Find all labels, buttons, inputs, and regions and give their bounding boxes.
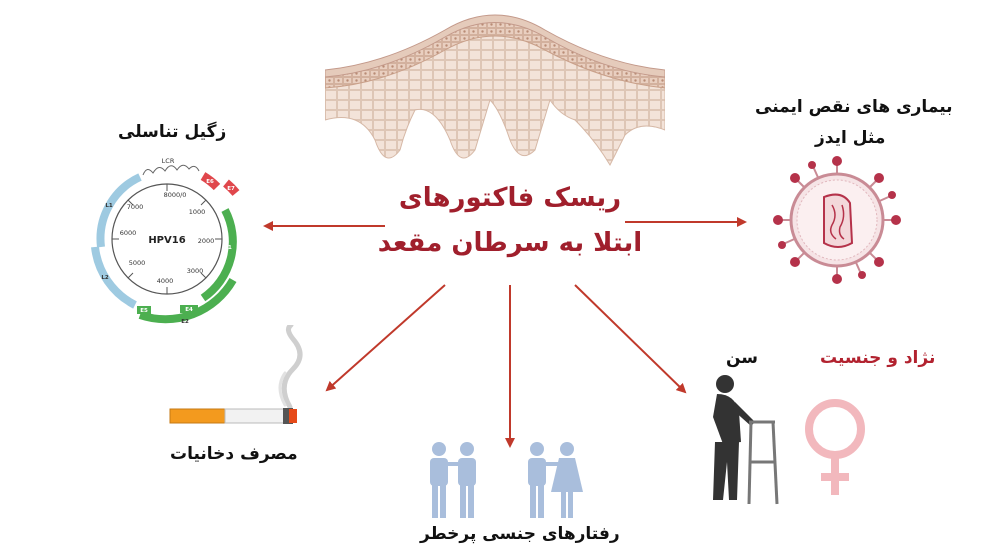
gene-label: E4 (185, 307, 193, 313)
gene-label: E6 (206, 179, 214, 185)
people-couples-icon (430, 442, 583, 518)
female-symbol-icon (805, 399, 865, 495)
gene-E7 (223, 179, 240, 196)
gene-E4-block (180, 305, 198, 313)
lcr-region (142, 164, 200, 176)
tick-label: 8000/0 (164, 191, 187, 199)
gene-E5-block (137, 306, 151, 314)
anal-tissue-illustration (325, 14, 665, 167)
tick-label: 3000 (187, 267, 204, 275)
gene-label: E2 (181, 319, 189, 325)
elderly-walker-icon (713, 375, 779, 505)
tick-label: 1000 (189, 208, 206, 216)
label-immune-disease-line1: بیماری های نقص ایمنی (755, 97, 953, 117)
center-title-line1: ریسک فاکتورهای (398, 183, 622, 213)
cigarette-icon (169, 325, 303, 424)
label-genital-warts: زگیل تناسلی (118, 122, 227, 142)
label-smoking: مصرف دخانیات (170, 444, 298, 464)
tick-label: 7000 (127, 203, 144, 211)
arrow-to-smoking (325, 284, 446, 392)
gene-label: L2 (101, 275, 109, 281)
gene-E1 (200, 208, 237, 302)
gene-label: L1 (105, 203, 113, 209)
label-race-gender: نژاد و جنسیت (820, 348, 936, 368)
gene-L1 (96, 173, 142, 248)
hiv-virus-icon (773, 156, 901, 284)
label-age: سن (726, 348, 759, 368)
tick-label: 2000 (198, 237, 215, 245)
gene-label: E1 (224, 245, 232, 251)
tick-label: 5000 (129, 259, 146, 267)
label-immune-disease-line2: مثل ایدز (815, 128, 886, 148)
tick-label: 4000 (157, 277, 174, 285)
gene-E2 (138, 277, 237, 324)
center-title-line2: ابتلا به سرطان مقعد (377, 228, 643, 258)
label-sexual-behavior: رفتارهای جنسی پرخطر (420, 524, 620, 544)
gene-E6 (200, 172, 221, 191)
hpv16-genome-map: 8000/0 1000 2000 3000 4000 5000 6000 700… (91, 157, 240, 325)
gene-label: E5 (140, 308, 148, 314)
hpv16-name: HPV16 (148, 235, 185, 246)
gene-L2 (91, 246, 137, 309)
gene-label: E7 (227, 186, 235, 192)
tick-label: 6000 (120, 229, 137, 237)
arrow-to-age (574, 284, 687, 394)
lcr-label: LCR (162, 157, 175, 165)
